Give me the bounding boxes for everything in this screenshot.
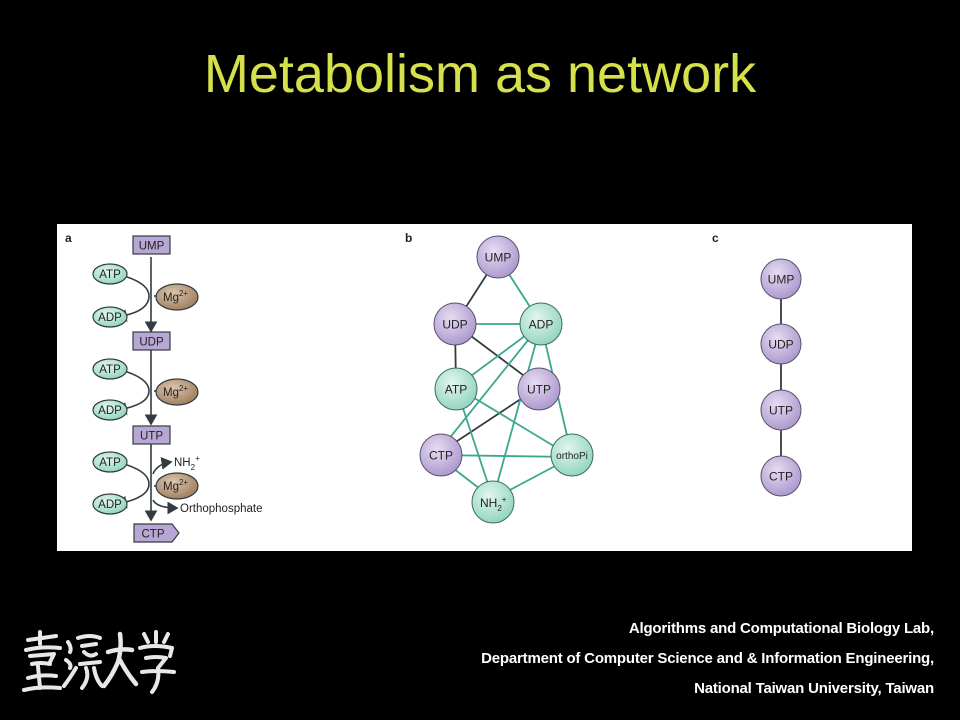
mg-label: Mg2+ bbox=[163, 384, 188, 399]
node-atp bbox=[434, 367, 478, 411]
atp-node bbox=[92, 358, 128, 380]
atp-label: ATP bbox=[99, 364, 121, 376]
node-orthop-label: orthoPi bbox=[556, 451, 588, 462]
node-ump bbox=[476, 235, 520, 279]
panel-a-step-2: ATP ADP Mg2+ bbox=[92, 358, 199, 421]
panel-a-step-3: ATP ADP Mg2+ NH2+ Orthophosphate bbox=[92, 451, 262, 515]
network-nodes: UMP UDP ADP ATP UTP CTP orthoPi NH2+ bbox=[419, 235, 594, 524]
node-nh2 bbox=[471, 480, 515, 524]
credit-university: National Taiwan University, Taiwan bbox=[694, 680, 934, 697]
panel-a-metabolites: UMP UDP UTP CTP bbox=[132, 235, 180, 543]
chain-node-utp bbox=[760, 389, 802, 431]
mg-label: Mg2+ bbox=[163, 289, 188, 304]
atp-label: ATP bbox=[99, 269, 121, 281]
panel-a-step-1: ATP ADP Mg2+ bbox=[92, 263, 199, 328]
node-adp-label: ADP bbox=[529, 318, 554, 332]
ump-box bbox=[132, 235, 171, 255]
node-adp bbox=[519, 302, 563, 346]
atp-label: ATP bbox=[99, 457, 121, 469]
credits: Algorithms and Computational Biology Lab… bbox=[481, 614, 934, 704]
chain-node-ctp bbox=[760, 455, 802, 497]
university-logo bbox=[20, 628, 180, 700]
chain-node-ump-label: UMP bbox=[768, 273, 795, 287]
panel-c: c UMP UDP UTP CTP bbox=[712, 231, 802, 497]
ctp-box bbox=[133, 523, 180, 543]
adp-label: ADP bbox=[98, 499, 122, 511]
chain-node-ctp-label: CTP bbox=[769, 470, 793, 484]
adp-label: ADP bbox=[98, 405, 122, 417]
panel-b-letter: b bbox=[405, 231, 412, 245]
node-atp-label: ATP bbox=[445, 383, 467, 397]
utp-label: UTP bbox=[140, 431, 163, 443]
nh2-label: NH2+ bbox=[174, 454, 200, 472]
adp-label: ADP bbox=[98, 312, 122, 324]
chain-node-udp bbox=[760, 323, 802, 365]
mg-node bbox=[155, 283, 199, 311]
node-utp-label: UTP bbox=[527, 383, 551, 397]
atp-node bbox=[92, 451, 128, 473]
mg-node bbox=[155, 378, 199, 406]
node-ctp bbox=[419, 433, 463, 477]
node-utp bbox=[517, 367, 561, 411]
panel-b: b UMP UDP ADP bbox=[405, 231, 594, 524]
adp-node bbox=[92, 493, 128, 515]
mg-node bbox=[155, 472, 199, 500]
udp-box bbox=[132, 331, 171, 351]
panel-a: a UMP UDP UTP CTP bbox=[65, 231, 262, 543]
slide-title: Metabolism as network bbox=[203, 44, 757, 104]
atp-node bbox=[92, 263, 128, 285]
adp-node bbox=[92, 306, 128, 328]
credit-department: Department of Computer Science and & Inf… bbox=[481, 650, 934, 667]
utp-box bbox=[132, 425, 171, 445]
orthophosphate-label: Orthophosphate bbox=[180, 503, 262, 515]
node-udp-label: UDP bbox=[442, 318, 467, 332]
credit-lab: Algorithms and Computational Biology Lab… bbox=[628, 620, 934, 637]
chain-node-utp-label: UTP bbox=[769, 404, 793, 418]
node-udp bbox=[433, 302, 477, 346]
chain-node-ump bbox=[760, 258, 802, 300]
adp-node bbox=[92, 399, 128, 421]
node-ctp-label: CTP bbox=[429, 449, 453, 463]
node-orthop bbox=[550, 433, 594, 477]
node-nh2-label: NH2+ bbox=[480, 495, 507, 513]
ump-label: UMP bbox=[139, 241, 165, 253]
panel-a-letter: a bbox=[65, 231, 72, 245]
network-dark-edges bbox=[435, 256, 540, 456]
udp-label: UDP bbox=[139, 337, 164, 349]
ctp-label: CTP bbox=[142, 529, 165, 541]
panel-c-letter: c bbox=[712, 231, 719, 245]
mg-label: Mg2+ bbox=[163, 478, 188, 493]
chain-node-udp-label: UDP bbox=[768, 338, 793, 352]
metabolism-figure: a UMP UDP UTP CTP bbox=[57, 224, 912, 551]
node-ump-label: UMP bbox=[485, 251, 512, 265]
